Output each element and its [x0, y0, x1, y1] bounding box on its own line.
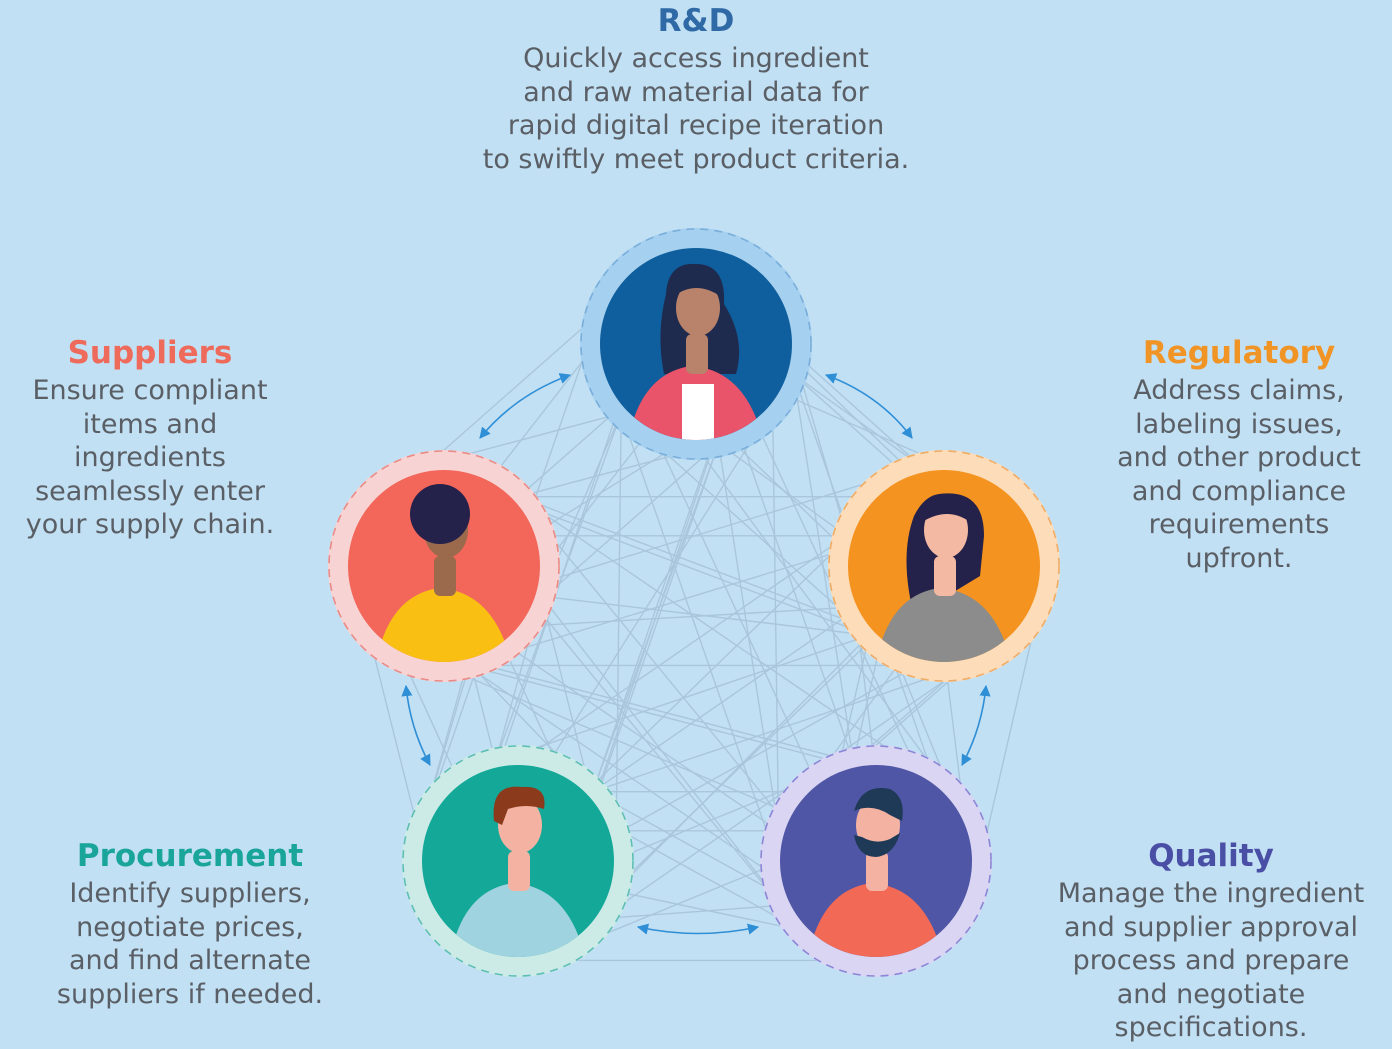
- regulatory-avatar-group: [828, 450, 1060, 682]
- regulatory-description-line: labeling issues,: [1135, 408, 1343, 440]
- quality-description-line: Manage the ingredient: [1057, 878, 1365, 909]
- rnd-description-line: Quickly access ingredient: [523, 43, 869, 74]
- quality-description-line: and negotiate: [1116, 978, 1306, 1010]
- regulatory-description-line: upfront.: [1185, 542, 1293, 574]
- regulatory-title: Regulatory: [1142, 335, 1336, 371]
- bidirectional-arrow: [824, 373, 913, 439]
- suppliers-description-line: seamlessly enter: [35, 475, 265, 507]
- rnd-description-line: to swiftly meet product criteria.: [482, 143, 910, 175]
- cycle-arrows: [401, 373, 991, 935]
- regulatory-description-line: and other product: [1117, 442, 1361, 473]
- procurement-description-line: negotiate prices,: [76, 911, 304, 943]
- woman-long-hair-avatar-icon: [626, 263, 766, 440]
- mesh-line: [614, 634, 870, 892]
- quality-description-line: process and prepare: [1072, 945, 1350, 976]
- quality-description-line: specifications.: [1114, 1012, 1308, 1043]
- quality-text-block: Quality Manage the ingredient and suppli…: [1030, 837, 1392, 1045]
- procurement-description-line: suppliers if needed.: [56, 978, 324, 1010]
- regulatory-text-block: Regulatory Address claims, labeling issu…: [1086, 334, 1392, 575]
- quality-dashed-outline: [760, 745, 992, 977]
- suppliers-dashed-outline: [328, 450, 560, 682]
- procurement-text-block: Procurement Identify suppliers, negotiat…: [30, 837, 350, 1011]
- bidirectional-arrow: [401, 684, 431, 766]
- rnd-title: R&D: [657, 3, 735, 39]
- suppliers-description-line: your supply chain.: [25, 509, 275, 540]
- regulatory-description-line: requirements: [1148, 509, 1330, 540]
- quality-description-line: and supplier approval: [1063, 911, 1358, 943]
- rnd-description-line: rapid digital recipe iteration: [507, 110, 885, 141]
- bidirectional-arrow: [479, 373, 572, 439]
- rnd-description-line: and raw material data for: [523, 76, 869, 108]
- man-beard-avatar-icon: [806, 787, 946, 957]
- quality-avatar-group: [760, 745, 992, 977]
- regulatory-dashed-outline: [828, 450, 1060, 682]
- procurement-description-line: Identify suppliers,: [69, 878, 311, 909]
- suppliers-description-line: Ensure compliant: [32, 375, 268, 406]
- quality-title: Quality: [1148, 838, 1274, 874]
- procurement-title: Procurement: [76, 838, 304, 874]
- bidirectional-arrow: [636, 923, 760, 935]
- rnd-dashed-outline: [580, 228, 812, 460]
- woman-gray-top-avatar-icon: [874, 493, 1014, 662]
- procurement-dashed-outline: [402, 745, 634, 977]
- procurement-description-line: and find alternate: [69, 945, 311, 976]
- suppliers-description-line: ingredients: [74, 442, 226, 473]
- rnd-text-block: R&D Quickly access ingredient and raw ma…: [446, 2, 946, 176]
- man-brown-hair-avatar-icon: [448, 786, 588, 957]
- suppliers-avatar-group: [328, 450, 560, 682]
- suppliers-title: Suppliers: [67, 335, 233, 371]
- man-afro-avatar-icon: [374, 484, 514, 662]
- regulatory-description-line: and compliance: [1131, 475, 1347, 507]
- rnd-avatar-group: [580, 228, 812, 460]
- procurement-avatar-group: [402, 745, 634, 977]
- bidirectional-arrow: [961, 684, 991, 766]
- suppliers-text-block: Suppliers Ensure compliant items and ing…: [0, 334, 300, 542]
- suppliers-description-line: items and: [82, 408, 218, 440]
- regulatory-description-line: Address claims,: [1133, 375, 1345, 406]
